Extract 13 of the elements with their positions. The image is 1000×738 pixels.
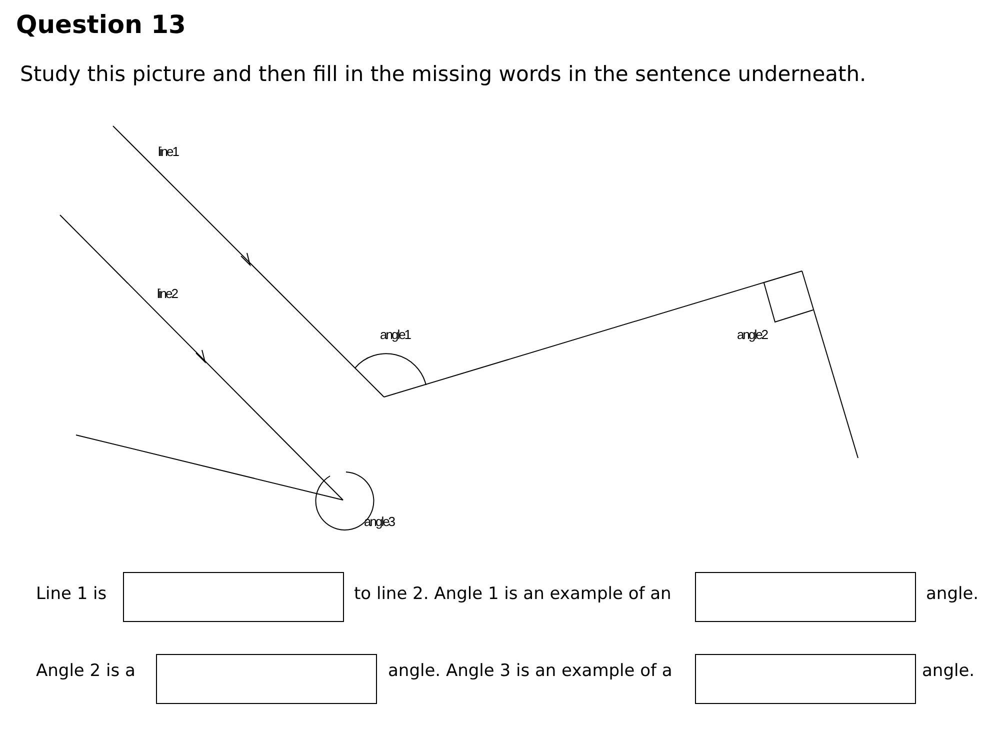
angle-label: angle1	[380, 327, 410, 343]
sentence-text: angle.	[922, 661, 975, 682]
sentence-text: angle. Angle 3 is an example of a	[388, 661, 672, 682]
line-label: line2	[157, 286, 177, 302]
instruction-text: Study this picture and then fill in the missing words in the sentence underneath.	[20, 62, 866, 88]
sentence-text: to line 2. Angle 1 is an example of an	[354, 584, 672, 604]
angle-label: angle2	[737, 327, 768, 343]
angle-label: angle3	[364, 514, 394, 530]
sentence-text: Line 1 is	[36, 584, 107, 604]
line-label: line1	[158, 144, 178, 160]
question-heading: Question 13	[16, 10, 186, 40]
sentence-text: angle.	[926, 584, 979, 604]
sentence-text: Angle 2 is a	[36, 661, 136, 682]
